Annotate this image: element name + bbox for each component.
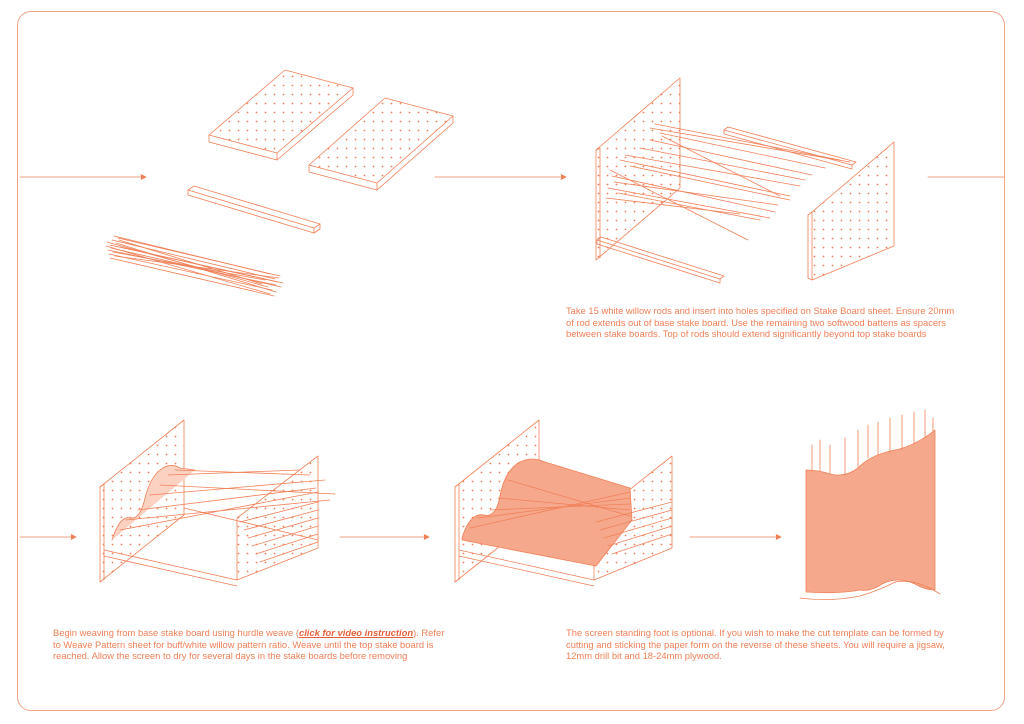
caption-text: ). Refer [413,627,445,638]
video-instruction-link[interactable]: click for video instruction [298,627,414,638]
step5-caption: The screen standing foot is optional. If… [566,627,945,662]
flow-arrows [19,174,1005,540]
stake-board-right [308,97,454,191]
caption-line: Take 15 white willow rods and insert int… [566,305,955,316]
caption-line: between stake boards. Top of rods should… [566,328,927,340]
step3-assembly [99,419,336,587]
caption-line-2: to Weave Pattern sheet for buff/white wi… [53,638,434,650]
finished-screen [799,409,941,600]
step4-assembly [454,419,673,587]
batten-part [187,185,321,234]
willow-rod-bundle [105,235,284,297]
caption-line: 12mm drill bit and 18-24mm plywood. [566,650,722,662]
step3-caption: Begin weaving from base stake board usin… [53,627,444,662]
stake-board-left [208,69,354,161]
sheet-border [17,11,1005,711]
caption-line-3: reached. Allow the screen to dry for sev… [53,650,408,662]
caption-line-1: Begin weaving from base stake board usin… [53,627,444,639]
step2-assembly [595,77,895,284]
caption-text: Begin weaving from base stake board usin… [53,627,299,638]
caption-line: The screen standing foot is optional. If… [566,627,944,638]
caption-line: of rod extends out of base stake board. … [566,316,946,328]
caption-line: cutting and sticking the paper form on t… [566,638,945,650]
step2-caption: Take 15 white willow rods and insert int… [566,305,954,340]
